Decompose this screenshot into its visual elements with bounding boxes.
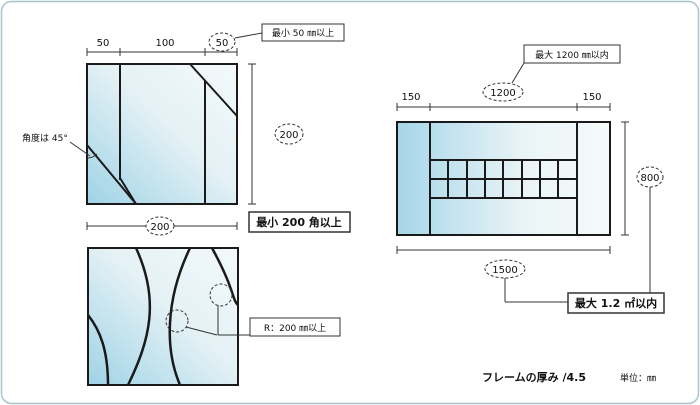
note-box (261, 23, 345, 42)
dim-bubble (274, 123, 304, 145)
window-b-curve-bottom-left (87, 314, 110, 386)
note-box (248, 211, 351, 233)
dim-label-1500: 1500 (492, 265, 517, 276)
window-a-diagonal-bottom (86, 144, 137, 205)
panel-c: 最大 1200 ㎜以内 150 1200 150 (396, 44, 665, 314)
dim-label-200-vertical: 200 (279, 130, 298, 141)
note-box (523, 44, 621, 64)
dim-label-50-left: 50 (97, 38, 110, 49)
panel-b: R：200 ㎜以上 (87, 247, 341, 386)
dim-label-150-right: 150 (582, 92, 601, 103)
min-width-note: 最小 50 ㎜以上 (272, 28, 334, 39)
dim-label-100: 100 (155, 38, 174, 49)
note-box (249, 317, 341, 337)
min-size-note: 最小 200 角以上 (256, 215, 342, 229)
frame-thickness-label: フレームの厚み /4.5 (482, 371, 586, 384)
angle-label: 角度は 45° (22, 132, 68, 144)
window-b-glass (87, 247, 239, 386)
dim-label-50-right: 50 (216, 38, 229, 49)
window-b-curve-left (126, 247, 152, 386)
window-a-diagonal-top (189, 63, 238, 117)
dim-bubble (484, 259, 526, 279)
leader-line (234, 32, 263, 39)
unit-label: 単位：㎜ (620, 372, 656, 384)
dim-label-150-left: 150 (401, 92, 420, 103)
dim-label-1200: 1200 (490, 88, 515, 99)
panel-a: 50 100 50 最小 50 ㎜以上 角度は 45° 200 200 最小 (22, 23, 351, 236)
max-width-note: 最大 1200 ㎜以内 (535, 49, 609, 61)
angle-arc (86, 153, 98, 159)
note-box (567, 292, 665, 314)
max-area-note: 最大 1.2 ㎡以内 (575, 296, 657, 310)
dim-label-800: 800 (640, 173, 659, 184)
angle-leader (69, 141, 91, 157)
dim-bubble (636, 166, 664, 188)
dim-label-200-horizontal: 200 (150, 222, 169, 233)
dim-bubble (145, 216, 175, 236)
radius-leader (185, 326, 218, 336)
radius-marker (165, 309, 189, 333)
dim-bubble (482, 82, 524, 102)
window-a-glass (86, 63, 238, 205)
dim-bubble (208, 32, 236, 52)
window-a-diagonal-inner (119, 177, 137, 205)
leader-line (511, 62, 525, 84)
window-b-curve-middle (168, 247, 192, 386)
radius-marker (209, 283, 233, 307)
radius-note: R：200 ㎜以上 (264, 323, 326, 334)
window-c-grid-verticals (447, 160, 559, 198)
window-b-curve-right (210, 247, 239, 306)
